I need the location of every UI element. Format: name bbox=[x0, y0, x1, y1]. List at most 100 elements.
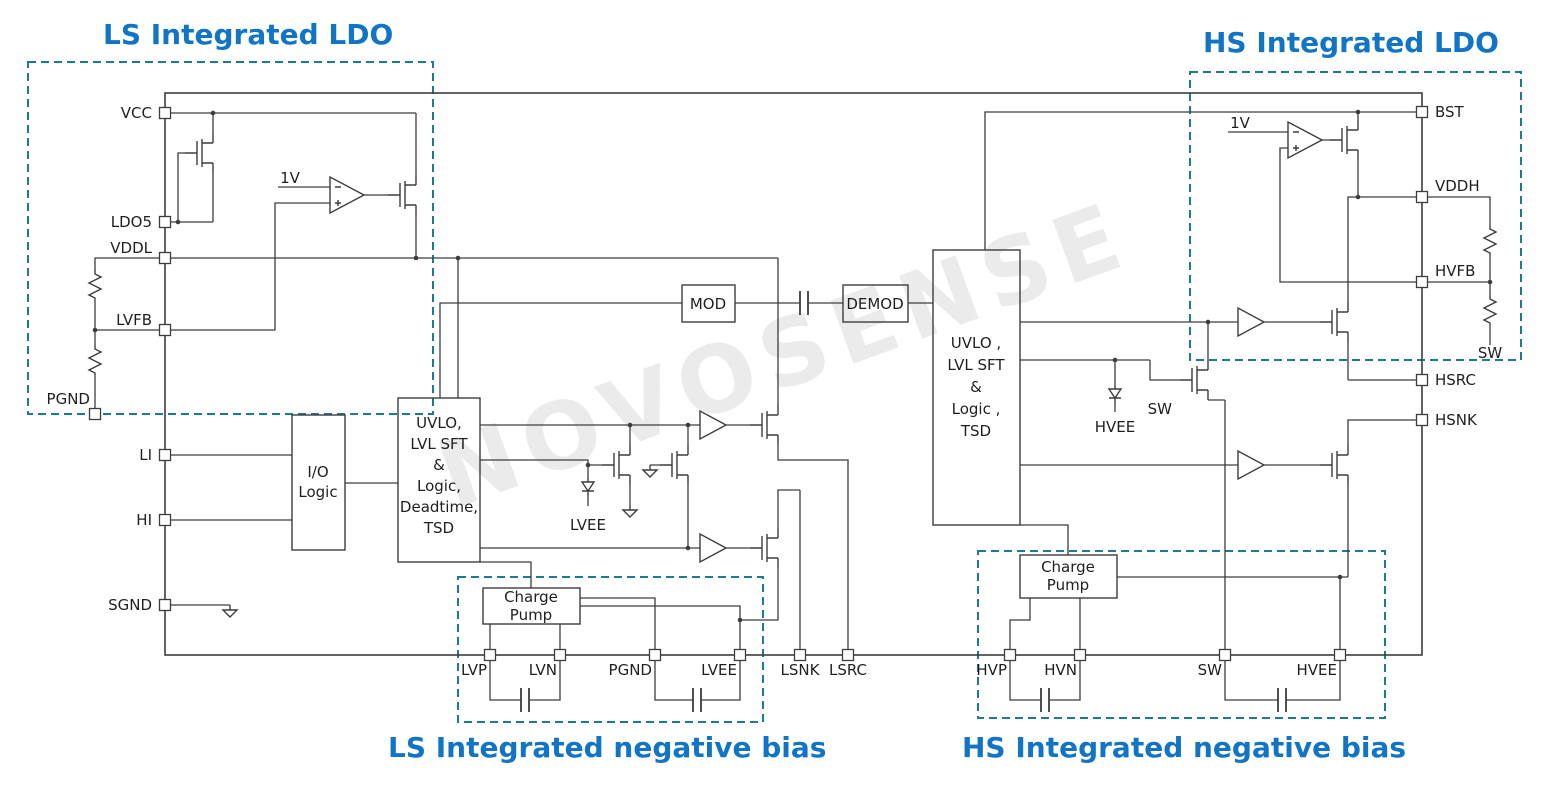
hs-uvlo-text: Logic , bbox=[952, 400, 1001, 418]
io-logic-block bbox=[291, 414, 346, 551]
hs-source-driver-buffer bbox=[1237, 307, 1265, 337]
pin-label-vcc: VCC bbox=[121, 104, 152, 122]
pin-label-lsnk: LSNK bbox=[781, 661, 821, 679]
pin-lvn bbox=[553, 648, 567, 662]
ls-charge-pump-text: Pump bbox=[510, 606, 552, 624]
ls-feedback-resistor-bottom bbox=[88, 344, 102, 376]
pin-pgnd bbox=[648, 648, 662, 662]
pin-lvfb bbox=[158, 323, 172, 337]
junction-dot bbox=[1487, 279, 1493, 285]
pin-label-sgnd: SGND bbox=[108, 596, 152, 614]
ls-uvlo-logic-block bbox=[397, 397, 481, 563]
pin-label-lvn: LVN bbox=[529, 661, 557, 679]
region-box-ls-ldo bbox=[27, 61, 434, 415]
pin-lvp bbox=[483, 648, 497, 662]
hs-uvlo-text: LVL SFT bbox=[947, 356, 1005, 374]
junction-dot bbox=[455, 255, 461, 261]
pin-bst bbox=[1415, 105, 1429, 119]
sw-external-label: SW bbox=[1478, 344, 1503, 362]
pin-label-bst: BST bbox=[1435, 103, 1465, 121]
wires-hs-output-stage bbox=[1009, 196, 1417, 650]
hs-feedback-resistor-bottom bbox=[1483, 294, 1497, 326]
sgnd-ground bbox=[222, 604, 238, 618]
pin-sgnd bbox=[158, 598, 172, 612]
junction-dot bbox=[685, 422, 691, 428]
ls-ldo-pass-mosfet bbox=[387, 174, 417, 216]
hs-sink-driver-buffer bbox=[1237, 450, 1265, 480]
pin-label-vddh: VDDH bbox=[1435, 177, 1480, 195]
wires-logic-comm bbox=[170, 111, 1417, 650]
hs-charge-pump-text: Pump bbox=[1047, 576, 1089, 594]
pin-li bbox=[158, 448, 172, 462]
blocks: I/O Logic UVLO, LVL SFT & Logic, Deadtim… bbox=[291, 249, 1118, 625]
ls-feedback-resistor-top bbox=[88, 269, 102, 301]
hs-source-mosfet bbox=[1319, 301, 1349, 343]
demod-block bbox=[842, 284, 909, 323]
hs-charge-pump-text: Charge bbox=[1041, 558, 1095, 576]
pin-vcc bbox=[158, 106, 172, 120]
ls-1v-reference-label: 1V bbox=[280, 169, 301, 187]
hs-sink-mosfet bbox=[1319, 444, 1349, 486]
lvee-internal-label: LVEE bbox=[570, 516, 606, 534]
pin-label-lsrc: LSRC bbox=[829, 661, 867, 679]
ls-charge-pump-block bbox=[482, 587, 581, 625]
pin-label-hi: HI bbox=[136, 511, 152, 529]
junction-dot bbox=[737, 617, 743, 623]
region-box-ls-negative-bias bbox=[457, 576, 764, 723]
region-box-hs-ldo bbox=[1189, 71, 1522, 361]
pin-vddl bbox=[158, 251, 172, 265]
sw-internal-label: SW bbox=[1148, 400, 1173, 418]
capacitor-plates bbox=[520, 291, 1287, 712]
ls-uvlo-text: & bbox=[433, 456, 445, 474]
junction-dot bbox=[1355, 194, 1361, 200]
pgnd-external-label: PGND bbox=[47, 390, 90, 408]
junction-dots bbox=[92, 109, 1493, 623]
pin-pgnd-external bbox=[88, 407, 102, 421]
pin-label-li: LI bbox=[139, 446, 152, 464]
pin-hsrc bbox=[1415, 373, 1429, 387]
wires-bottom-external-caps bbox=[489, 660, 1341, 701]
pin-hvp bbox=[1003, 648, 1017, 662]
pin-lvee bbox=[733, 648, 747, 662]
title-hs-integrated-ldo: HS Integrated LDO bbox=[1203, 26, 1499, 59]
mod-text: MOD bbox=[690, 295, 726, 313]
hs-feedback-resistor-top bbox=[1483, 224, 1497, 256]
pin-hi bbox=[158, 513, 172, 527]
ls-uvlo-text: LVL SFT bbox=[410, 435, 468, 453]
hs-uvlo-logic-block bbox=[932, 249, 1021, 526]
misc-labels: 1V 1V PGND SW LVEE HVEE SW bbox=[47, 114, 1503, 534]
pin-label-hsrc: HSRC bbox=[1435, 371, 1476, 389]
hs-ldo-pass-mosfet bbox=[1329, 119, 1359, 161]
pin-lsrc bbox=[841, 648, 855, 662]
wires-hs-ldo bbox=[1228, 112, 1491, 345]
pin-label-ldo5: LDO5 bbox=[111, 213, 152, 231]
title-ls-negative-bias: LS Integrated negative bias bbox=[388, 731, 826, 764]
pin-hvn bbox=[1073, 648, 1087, 662]
ls-sink-mosfet bbox=[749, 527, 779, 569]
pin-lsnk bbox=[793, 648, 807, 662]
wires bbox=[94, 111, 1491, 712]
hs-uvlo-text: UVLO , bbox=[951, 334, 1001, 352]
ls-ldo-error-amp bbox=[329, 176, 365, 214]
title-hs-negative-bias: HS Integrated negative bias bbox=[962, 731, 1406, 764]
junction-dot bbox=[413, 255, 419, 261]
junction-dot bbox=[175, 219, 181, 225]
title-ls-integrated-ldo: LS Integrated LDO bbox=[103, 18, 393, 51]
demod-text: DEMOD bbox=[846, 295, 903, 313]
ls-uvlo-text: Logic, bbox=[417, 477, 461, 495]
io-logic-text: Logic bbox=[298, 483, 337, 501]
junction-dot bbox=[1112, 357, 1118, 363]
ls-bias-ground-1 bbox=[622, 504, 638, 518]
pin-label-hvee: HVEE bbox=[1297, 661, 1338, 679]
pin-vddh bbox=[1415, 190, 1429, 204]
hs-1v-reference-label: 1V bbox=[1230, 114, 1251, 132]
ls-uvlo-text: Deadtime, bbox=[400, 498, 478, 516]
pin-label-sw: SW bbox=[1198, 661, 1223, 679]
io-logic-text: I/O bbox=[307, 463, 328, 481]
wires-ls-output-stage bbox=[726, 258, 849, 650]
pin-label-hvn: HVN bbox=[1044, 661, 1077, 679]
junction-dot bbox=[627, 422, 633, 428]
junction-dot bbox=[1205, 319, 1211, 325]
hs-uvlo-text: TSD bbox=[960, 422, 991, 440]
